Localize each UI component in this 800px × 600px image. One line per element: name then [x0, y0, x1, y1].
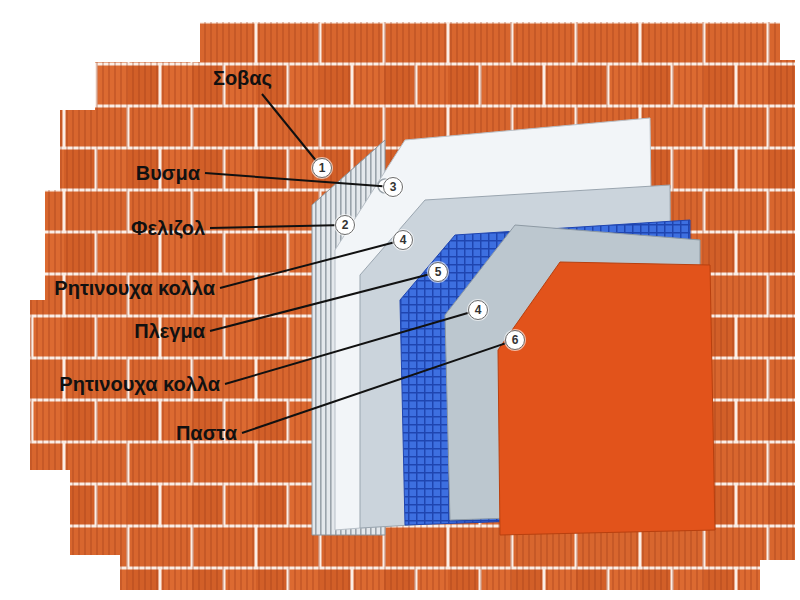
part-label: Σοβας: [213, 67, 272, 90]
callout-circle: 1: [312, 158, 332, 178]
part-label: Φελιζολ: [131, 217, 205, 240]
callout-number: 4: [475, 304, 482, 316]
callout-circle: 3: [383, 177, 403, 197]
part-label: Ρητινουχα κολλα: [54, 277, 215, 300]
callout-circle: 2: [335, 215, 355, 235]
callout-number: 3: [390, 181, 397, 193]
callout-number: 5: [435, 266, 442, 278]
callout-circle: 4: [393, 230, 413, 250]
part-label: Βυσμα: [136, 162, 200, 185]
callout-circle: 5: [428, 262, 448, 282]
callout-number: 1: [319, 162, 326, 174]
callout-number: 2: [342, 219, 349, 231]
part-label: Παστα: [176, 422, 237, 445]
callout-number: 6: [512, 334, 519, 346]
callout-number: 4: [400, 234, 407, 246]
part-label: Ρητινουχα κολλα: [59, 373, 220, 396]
callout-circle: 4: [468, 300, 488, 320]
part-label: Πλεγμα: [134, 320, 205, 343]
callout-circle: 6: [505, 330, 525, 350]
